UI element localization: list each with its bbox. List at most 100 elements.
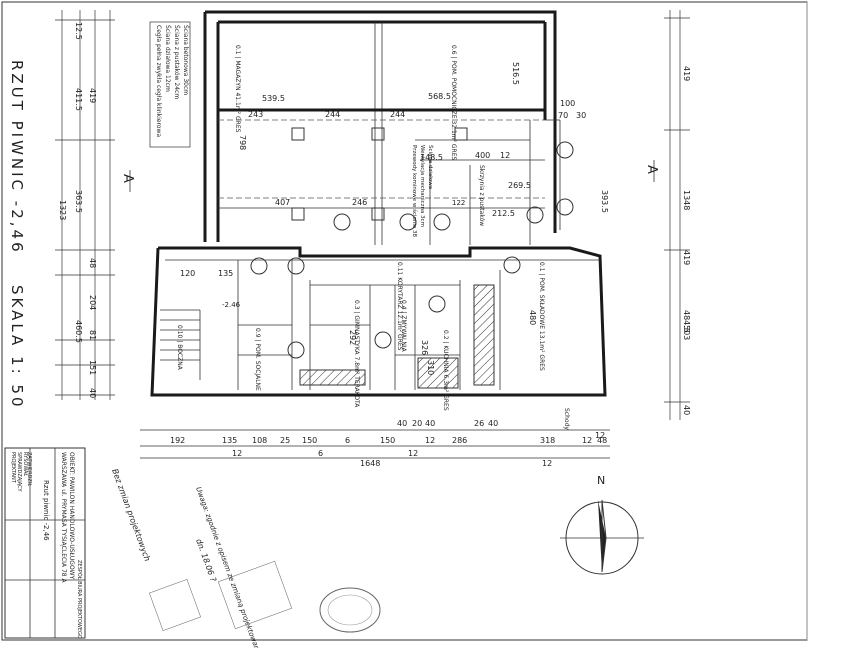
svg-text:26: 26	[474, 419, 484, 428]
svg-text:286: 286	[452, 436, 467, 445]
dim-left-1: 419	[88, 88, 97, 103]
svg-text:Ściana działowa: Ściana działowa	[427, 145, 434, 189]
hatch-column-right	[473, 284, 495, 386]
svg-text:1648: 1648	[360, 459, 380, 468]
svg-text:150: 150	[380, 436, 395, 445]
svg-text:-2.46: -2.46	[222, 301, 241, 309]
svg-text:12: 12	[595, 431, 605, 440]
title-row-3: ZATWIERDZIŁ	[26, 452, 32, 486]
room-pom-skladowe: 0.1 | POM. SKŁADOWE 13.1m² GRES	[538, 262, 545, 371]
room-magazyn: 0.1 | MAGAZYN 41.1m² GRES	[234, 45, 241, 133]
plan-title: RZUT PIWNIC -2,46	[8, 60, 26, 255]
dim-right-10: 30	[576, 111, 586, 120]
svg-text:568.5: 568.5	[428, 92, 451, 101]
svg-text:480: 480	[528, 310, 537, 325]
dim-right-5: 40	[682, 405, 691, 415]
svg-text:Wentylacja mechaniczna 3cm: Wentylacja mechaniczna 3cm	[419, 145, 425, 227]
room-skrzynia: Skrzynia z pustaków	[478, 165, 485, 226]
svg-text:12: 12	[542, 459, 552, 468]
room-zmywalnia: 0.4 | ZMYWALNIA	[400, 300, 407, 353]
svg-text:20: 20	[412, 419, 422, 428]
svg-text:192: 192	[170, 436, 185, 445]
dim-right-6: 419	[682, 250, 691, 265]
svg-text:243: 243	[248, 110, 263, 119]
misc-dimensions: 798 120 135 480 326 310 292 212.5 269.5 …	[180, 135, 537, 375]
svg-text:6: 6	[318, 449, 323, 458]
dim-right-1: 1348	[682, 190, 691, 210]
svg-text:40: 40	[397, 419, 407, 428]
room-kuchnia: 0.2 | KUCHNIA 6.3m² GRES	[442, 330, 449, 411]
svg-text:326: 326	[420, 340, 429, 355]
section-mark-left: A	[120, 174, 135, 183]
svg-text:135: 135	[222, 436, 237, 445]
svg-text:150: 150	[302, 436, 317, 445]
title-address: WARSZAWA ul. PRYMASA TYSIĄCLECIA 78 A	[60, 452, 67, 583]
svg-text:269.5: 269.5	[508, 181, 531, 190]
stamp-round	[319, 587, 381, 633]
svg-text:135: 135	[218, 269, 233, 278]
dim-right-9: 70	[558, 111, 568, 120]
svg-text:798: 798	[238, 135, 247, 150]
room-pom-socjalne: 0.9 | POM. SOCJALNE	[254, 328, 261, 391]
north-label: N	[597, 474, 605, 487]
dim-left-5: 204	[88, 295, 97, 310]
room-boczna: 0.10 | BOCZNA	[176, 325, 183, 371]
legend-4: Cegła pełna zwykła cegła klinkierowa	[155, 25, 162, 137]
dim-left-8: 151	[88, 360, 97, 375]
dim-right-3: 484.5	[682, 310, 691, 333]
dim-left-10: 12.5	[74, 22, 83, 40]
svg-text:244: 244	[390, 110, 405, 119]
handwritten-note-1: Bez zmian projektowych	[110, 468, 152, 563]
dim-left-7: 81	[88, 330, 97, 340]
stairs	[160, 309, 201, 380]
svg-text:25: 25	[280, 436, 290, 445]
title-block: OBIEKT: PAWILON HANDLOWO-USŁUGOWY WARSZA…	[4, 447, 86, 639]
svg-text:12: 12	[582, 436, 592, 445]
svg-text:310: 310	[426, 360, 435, 375]
svg-text:Przewody kominowe w ścianie 38: Przewody kominowe w ścianie 38	[411, 145, 418, 238]
title-row-2: RYSOWAŁ	[22, 452, 28, 476]
legend-1: Ściana betonowa 30cm	[182, 25, 189, 95]
svg-text:122: 122	[452, 199, 465, 207]
svg-text:407: 407	[275, 198, 290, 207]
svg-text:246: 246	[352, 198, 367, 207]
svg-text:40: 40	[488, 419, 498, 428]
hatch-block-bottom	[417, 357, 459, 389]
stamp-rect	[148, 560, 293, 632]
dim-left-9: 40	[88, 388, 97, 398]
dim-right-2: 393.5	[600, 190, 609, 213]
room-pom-pomocnicze: 0.6 | POM. POMOCNICZE 32.1m² GRES	[450, 45, 457, 161]
title-header: OBIEKT: PAWILON HANDLOWO-USŁUGOWY	[68, 452, 75, 580]
dim-left-3: 363.5	[74, 190, 83, 213]
room-korytarz: 0.11 KORYTARZ 12.1m² GRES	[396, 262, 403, 351]
wall-legend: Ściana betonowa 30cm Ściana z pustaków 2…	[149, 21, 191, 148]
chimney-legend: Przewody kominowe w ścianie 38 Wentylacj…	[411, 145, 434, 238]
svg-text:212.5: 212.5	[492, 209, 515, 218]
hatch-block-small	[299, 369, 366, 386]
svg-text:120: 120	[180, 269, 195, 278]
svg-text:539.5: 539.5	[262, 94, 285, 103]
window-markers	[250, 141, 574, 359]
dim-right-8: 100	[560, 99, 575, 108]
legend-3: Ściana działowa 12cm	[164, 25, 171, 92]
title-row-1: SPRAWDZAJĄCY	[16, 452, 22, 492]
svg-text:12: 12	[232, 449, 242, 458]
north-arrow: N	[560, 474, 644, 575]
dim-left-2: 1323	[58, 200, 67, 220]
svg-text:148.5: 148.5	[420, 153, 443, 162]
svg-text:318: 318	[540, 436, 555, 445]
svg-text:6: 6	[345, 436, 350, 445]
svg-text:400: 400	[475, 151, 490, 160]
svg-text:292: 292	[348, 330, 357, 345]
left-dimension-chain: 411.5 419 1323 363.5 48 204 460.5 81 151…	[55, 10, 115, 400]
svg-text:12: 12	[408, 449, 418, 458]
top-dimensions: 539.5 568.5 243 244 244 407 246 148.5 40…	[248, 92, 510, 207]
svg-text:48: 48	[597, 436, 607, 445]
column-markers	[291, 127, 468, 221]
dim-left-0: 411.5	[74, 88, 83, 111]
dim-right-7: 516.5	[511, 62, 520, 85]
room-gimnastyka: 0.3 | GIMNASTYKA 7.8m² TERAKOTA	[353, 300, 360, 408]
plan-scale: SKALA 1: 50	[8, 285, 26, 410]
bottom-dimensions: 40 20 40 26 40 12 192 135 108 25 150 6 1…	[140, 419, 610, 468]
